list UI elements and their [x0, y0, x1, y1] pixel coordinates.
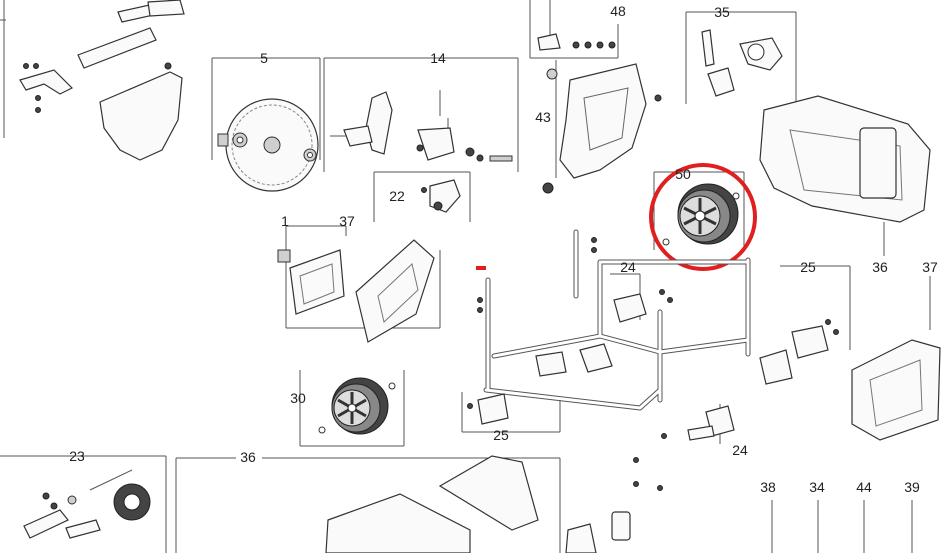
callout-24-upper: 24 — [620, 259, 636, 275]
group-24-lower — [633, 404, 735, 491]
group-1-37-panels — [277, 225, 441, 343]
group-36-bottom — [175, 455, 631, 553]
group-35-dust-port — [685, 11, 797, 104]
callout-35: 35 — [714, 4, 730, 20]
callout-37-left: 37 — [339, 213, 355, 229]
group-37-right-panel — [851, 276, 941, 441]
callout-23: 23 — [69, 448, 85, 464]
group-22 — [373, 171, 471, 222]
callout-44: 44 — [856, 479, 872, 495]
group-23 — [0, 455, 167, 553]
group-48-43-motor-housing — [529, 0, 662, 194]
bottom-right-leaders — [771, 500, 913, 553]
callout-25-lower: 25 — [493, 427, 509, 443]
callout-labels: 48 35 5 14 43 22 50 1 37 24 25 36 37 30 … — [69, 3, 938, 495]
group-25-right — [780, 265, 851, 359]
group-5-saw-blade — [211, 57, 321, 192]
callout-38: 38 — [760, 479, 776, 495]
group-25-lower — [461, 392, 561, 433]
callout-5: 5 — [260, 50, 268, 66]
callout-22: 22 — [389, 188, 405, 204]
callout-36-bottom: 36 — [240, 449, 256, 465]
callout-34: 34 — [809, 479, 825, 495]
group-24-brackets — [535, 273, 673, 377]
group-50-wheel — [653, 171, 745, 250]
callout-30: 30 — [290, 390, 306, 406]
callout-43: 43 — [535, 109, 551, 125]
callout-50: 50 — [675, 166, 691, 182]
highlight-circle — [649, 163, 757, 271]
callout-48: 48 — [610, 3, 626, 19]
stand-frame — [476, 229, 793, 411]
callout-36-right: 36 — [872, 259, 888, 275]
callout-25-right: 25 — [800, 259, 816, 275]
callout-14: 14 — [430, 50, 446, 66]
group-14-riving-knife — [323, 57, 519, 172]
blade-guard-group — [0, 0, 185, 161]
callout-39: 39 — [904, 479, 920, 495]
callout-1: 1 — [281, 213, 289, 229]
group-30-wheel — [299, 370, 405, 447]
group-36-housing — [759, 95, 931, 256]
callout-37-right: 37 — [922, 259, 938, 275]
callout-24-lower: 24 — [732, 442, 748, 458]
